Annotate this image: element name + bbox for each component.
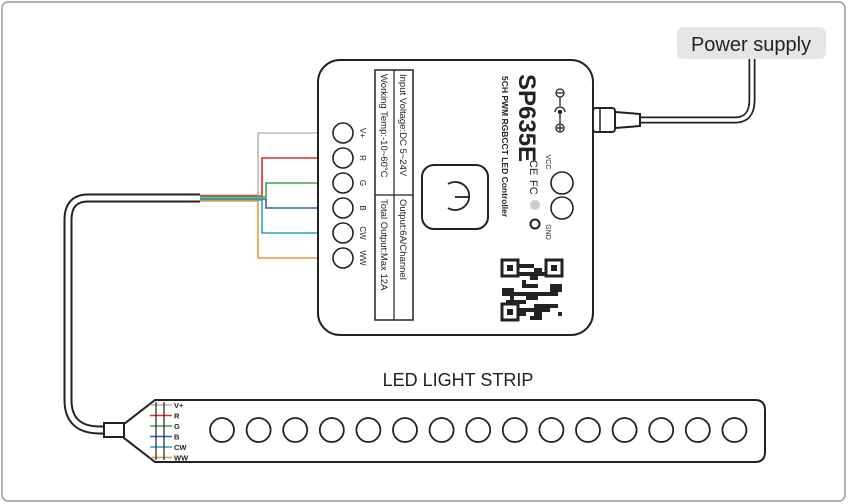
terminal-label: B	[358, 205, 367, 210]
terminal-label: G	[358, 180, 367, 186]
strip-cable	[63, 193, 200, 435]
spec-table: Input Voltage:DC 5~24V Output:6A/Channel…	[374, 69, 414, 321]
terminal-vplus	[332, 122, 354, 144]
led	[245, 417, 272, 443]
terminal-g	[332, 172, 354, 194]
model-subtitle: 5CH PWM RGBCCT LED Controller	[500, 76, 510, 218]
power-supply-label-bg	[677, 27, 826, 59]
led	[501, 417, 528, 443]
led	[538, 417, 565, 443]
led	[648, 417, 675, 443]
power-icon	[447, 181, 471, 211]
strip-body	[160, 399, 766, 463]
spec-output: Output:6A/Channel	[397, 199, 408, 280]
power-supply-label: Power supply	[691, 34, 811, 56]
led	[318, 417, 345, 443]
terminal-cw	[332, 222, 354, 244]
strip-pin-label: V+	[174, 401, 184, 410]
terminal-label: CW	[358, 226, 367, 240]
terminal-label: WW	[358, 250, 367, 266]
terminal-r	[332, 147, 354, 169]
led	[465, 417, 492, 443]
strip-title: LED LIGHT STRIP	[383, 370, 534, 390]
ce-mark: CE	[527, 160, 539, 175]
dc-polarity-icon	[554, 88, 566, 133]
led	[721, 417, 748, 443]
strip-pin-label: B	[174, 433, 180, 442]
controller: V+ R G B CW WW Input Voltage:DC 5~24V Ou…	[317, 59, 594, 336]
terminal-label: R	[358, 155, 367, 161]
rohs-icon	[530, 200, 540, 210]
strip-pin-label: G	[174, 422, 180, 431]
led	[209, 417, 235, 443]
qr-code	[500, 258, 564, 322]
strip-pin-label: R	[174, 412, 180, 421]
power-cable	[592, 58, 756, 133]
output-terminals	[332, 122, 354, 269]
terminal-b	[332, 197, 354, 219]
led	[282, 417, 309, 443]
power-button[interactable]	[421, 164, 489, 230]
terminal-label: V+	[358, 128, 367, 138]
terminal-vcc	[550, 171, 574, 195]
gnd-label: GND	[544, 224, 551, 240]
fc-mark: FC	[527, 180, 539, 195]
led	[611, 417, 638, 443]
led	[428, 417, 455, 443]
recycle-icon	[529, 218, 541, 230]
model-name: SP635E	[513, 74, 540, 162]
spec-working-temp: Working Temp:-10~60°C	[378, 74, 389, 178]
spec-total-output: Total Output:Max 12A	[378, 199, 389, 291]
led	[392, 417, 418, 443]
dc-plug	[592, 107, 616, 133]
vcc-label: VCC	[544, 155, 551, 170]
output-wires	[200, 132, 333, 259]
spec-input-voltage: Input Voltage:DC 5~24V	[397, 74, 408, 177]
led	[355, 417, 382, 443]
led	[575, 417, 601, 443]
terminal-ww	[332, 247, 354, 269]
led	[684, 417, 711, 443]
strip-pin-label: WW	[174, 454, 189, 463]
strip-pin-label: CW	[174, 443, 187, 452]
terminal-gnd	[550, 196, 574, 220]
strip-cable-end	[103, 422, 125, 438]
